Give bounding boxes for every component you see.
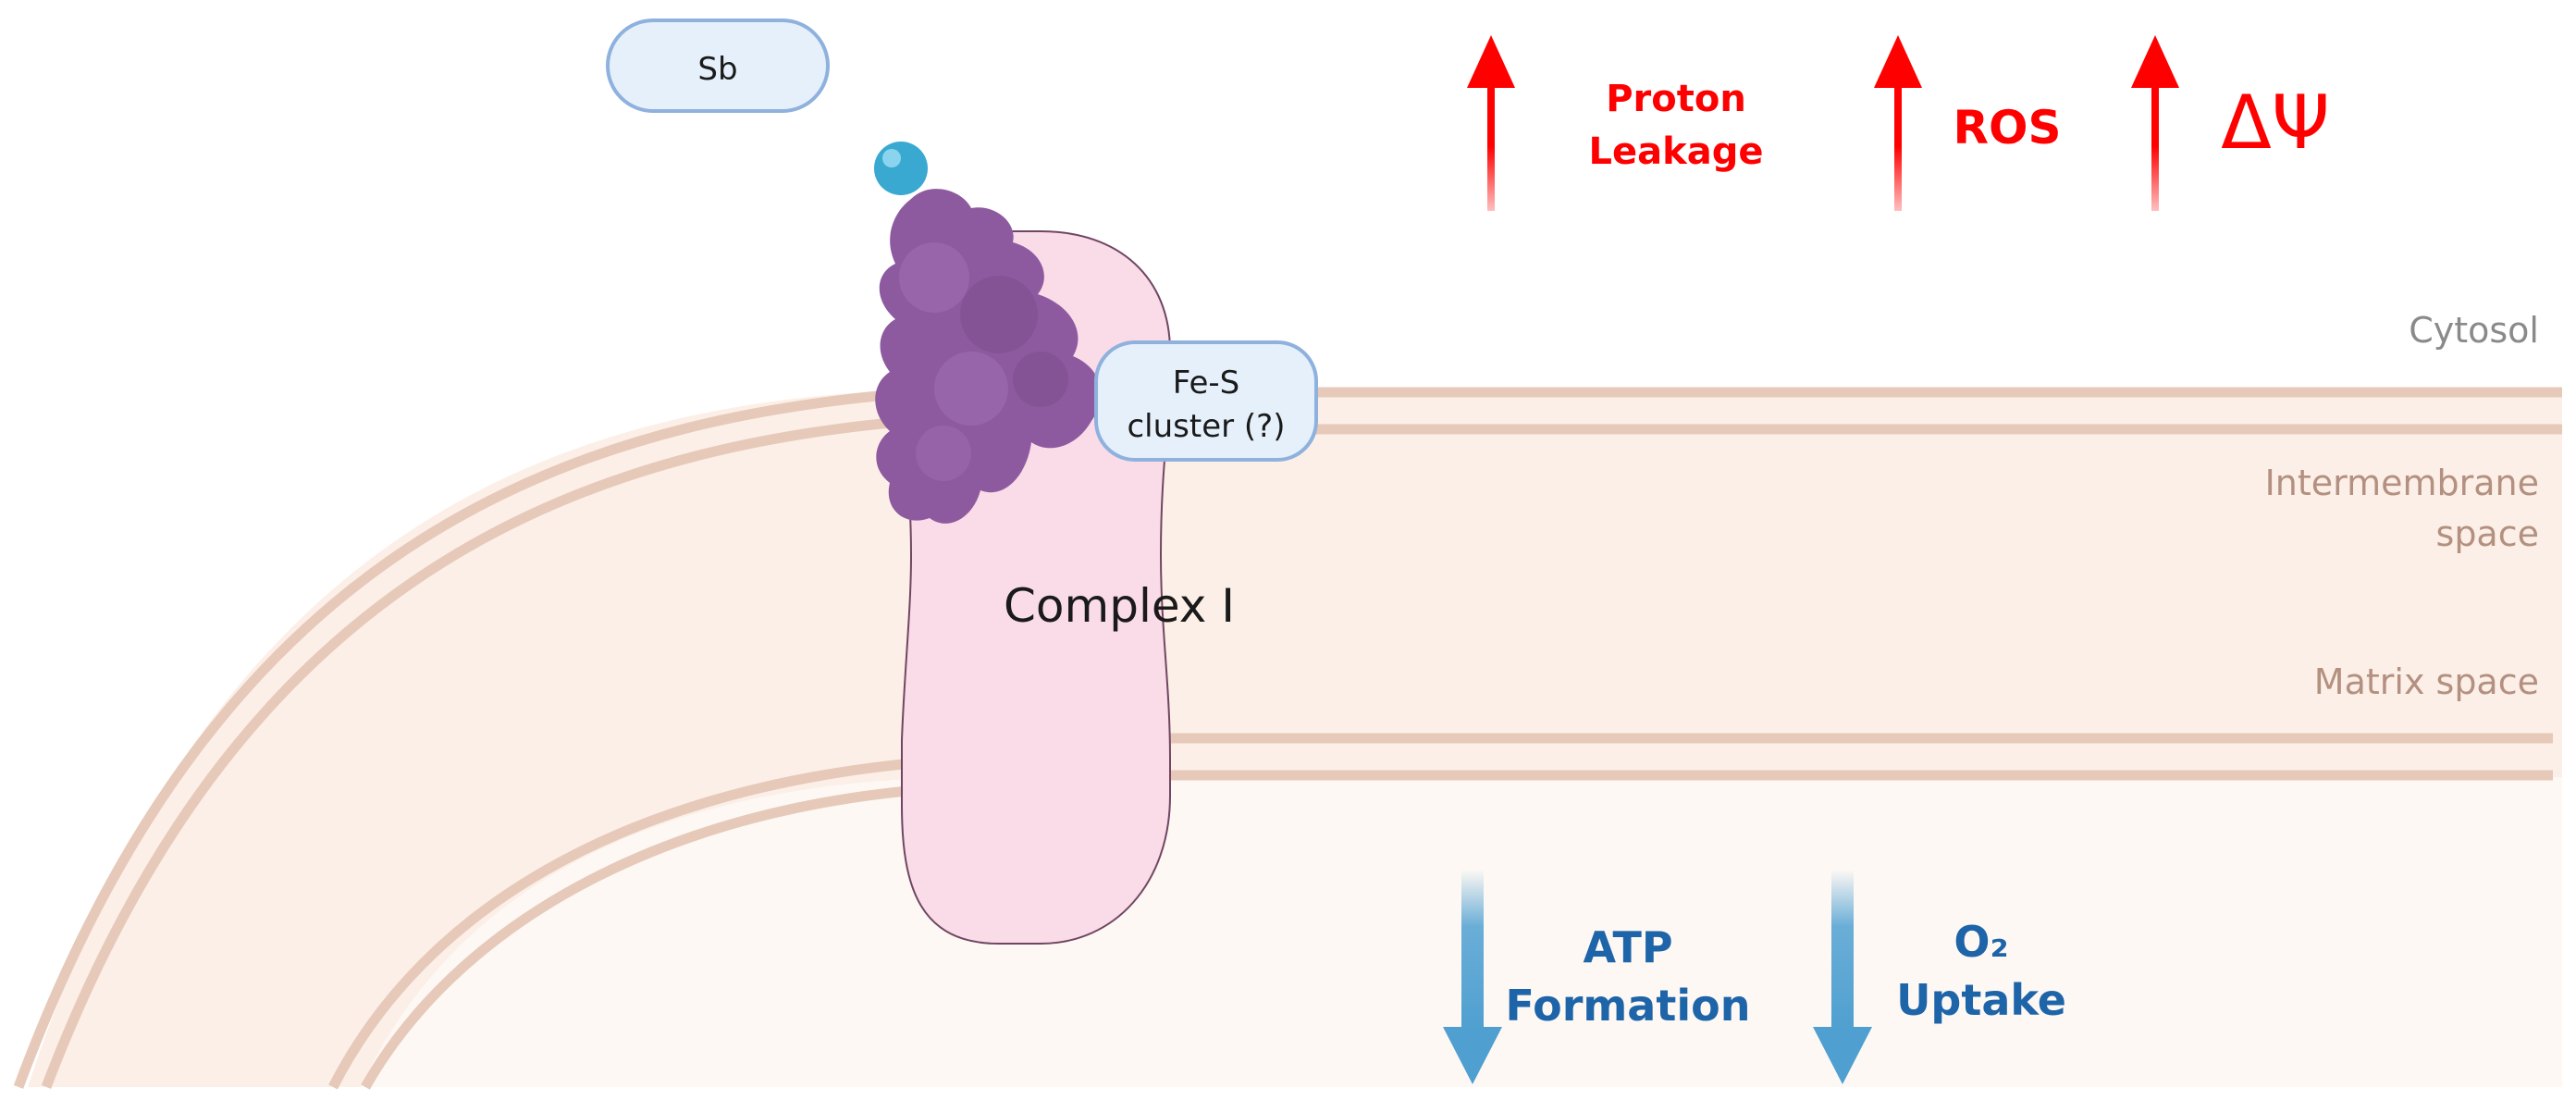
decrease-arrow-icon-o2	[1813, 870, 1872, 1084]
intermembrane-label-line1: Intermembrane	[2265, 463, 2539, 503]
outer-membrane-arc	[13, 383, 981, 1089]
sb-label: Sb	[697, 51, 737, 88]
fe-s-label-line2: cluster (?)	[1127, 408, 1285, 445]
bound-molecule-icon	[874, 142, 928, 195]
intermembrane-label-line2: space	[2436, 513, 2539, 554]
proton-leakage-label-line1: Proton	[1606, 78, 1746, 120]
inner-membrane-arc	[328, 753, 981, 1090]
fe-s-label-line1: Fe-S	[1173, 364, 1239, 402]
matrix-label: Matrix space	[2314, 661, 2539, 702]
increase-arrow-icon-delta-psi	[2131, 35, 2179, 211]
delta-psi-label: ΔΨ	[2221, 80, 2330, 166]
fe-s-cluster-pill: Fe-S cluster (?)	[1094, 340, 1318, 462]
decrease-arrow-icon-atp	[1443, 870, 1502, 1084]
complex-i-label: Complex I	[1004, 579, 1235, 633]
o2-uptake-label-line1: O₂	[1954, 917, 2008, 967]
proton-leakage-label-line2: Leakage	[1589, 130, 1764, 173]
increase-arrow-icon-proton	[1467, 35, 1515, 211]
ros-label: ROS	[1953, 101, 2061, 154]
increase-arrow-icon-ros	[1874, 35, 1922, 211]
o2-uptake-label-line2: Uptake	[1896, 975, 2066, 1025]
protein-blob-icon	[875, 189, 1102, 524]
inner-membrane-straight	[971, 733, 2553, 781]
atp-formation-label-line1: ATP	[1583, 922, 1672, 972]
atp-formation-label-line2: Formation	[1506, 981, 1751, 1031]
cytosol-label: Cytosol	[2409, 310, 2539, 351]
sb-pill: Sb	[606, 19, 830, 113]
